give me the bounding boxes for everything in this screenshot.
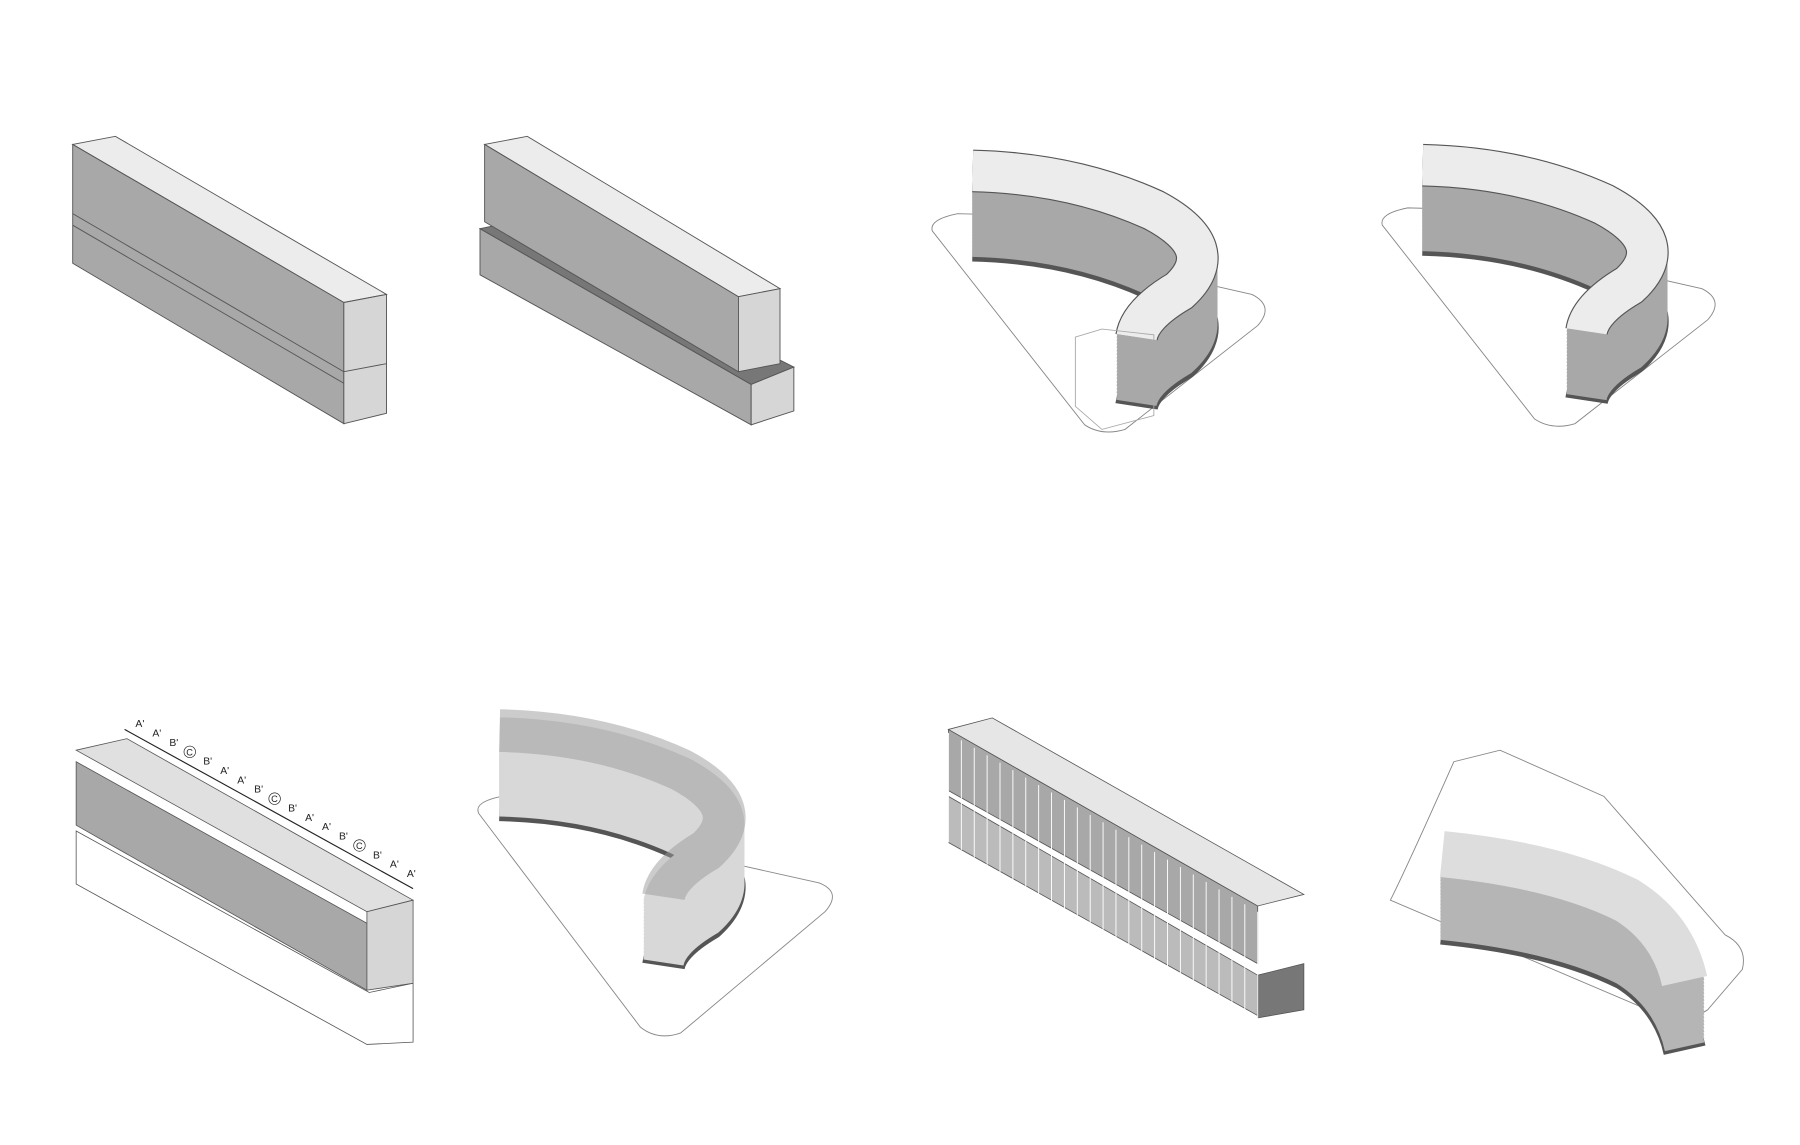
lower-bar-end	[750, 366, 795, 426]
podium-end	[1257, 963, 1305, 1019]
floor-line	[343, 363, 387, 373]
diagram-gridded-bar	[947, 717, 1305, 1022]
bar-front-face	[72, 143, 345, 425]
module-label: A'	[390, 860, 399, 871]
dimension-line	[124, 728, 414, 890]
window-grid	[947, 732, 1259, 1022]
s-top-face	[1440, 831, 1708, 987]
upper-bar-end	[738, 288, 781, 373]
podium	[75, 830, 414, 1045]
diagram-split-bar	[478, 135, 795, 426]
module-label: A'	[407, 869, 416, 880]
tower-frame	[1074, 328, 1155, 430]
module-label: A'	[322, 822, 331, 833]
module-label: B'	[169, 738, 178, 749]
module-label-circle	[183, 745, 196, 758]
module-label: B'	[288, 803, 297, 814]
modules-top	[947, 717, 1305, 907]
module-label: C	[356, 841, 363, 851]
module-label: B'	[339, 832, 348, 843]
module-label: B'	[373, 850, 382, 861]
modules-end	[366, 899, 414, 991]
module-label-circle	[268, 792, 281, 805]
module-label: B'	[203, 757, 212, 768]
diagram-s-windows	[1389, 749, 1744, 1056]
module-label: A'	[220, 766, 229, 777]
diagram-bar-massing	[71, 135, 388, 425]
module-label: C	[186, 747, 193, 757]
module-label: A'	[237, 775, 246, 786]
floor-line	[72, 213, 345, 373]
bar-end-face	[343, 293, 387, 425]
diagram-s-framed	[477, 731, 833, 1037]
diagram-modular-bar: A' A' B' C B' A' A' B' C B' A' A' B' C B' A' A'	[75, 719, 416, 1045]
module-label: A'	[305, 813, 314, 824]
module-label: B'	[254, 785, 263, 796]
module-label: A'	[135, 719, 144, 730]
module-labels: A' A' B' C B' A' A' B' C B' A' A' B' C B' A' A'	[135, 719, 415, 880]
module-label: A'	[152, 729, 161, 740]
module-label-circle	[353, 839, 366, 852]
module-label: C	[271, 794, 278, 804]
diagram-s-massing	[931, 171, 1266, 433]
diagram-s-massing-split	[1381, 165, 1716, 427]
floor-line	[72, 224, 345, 384]
